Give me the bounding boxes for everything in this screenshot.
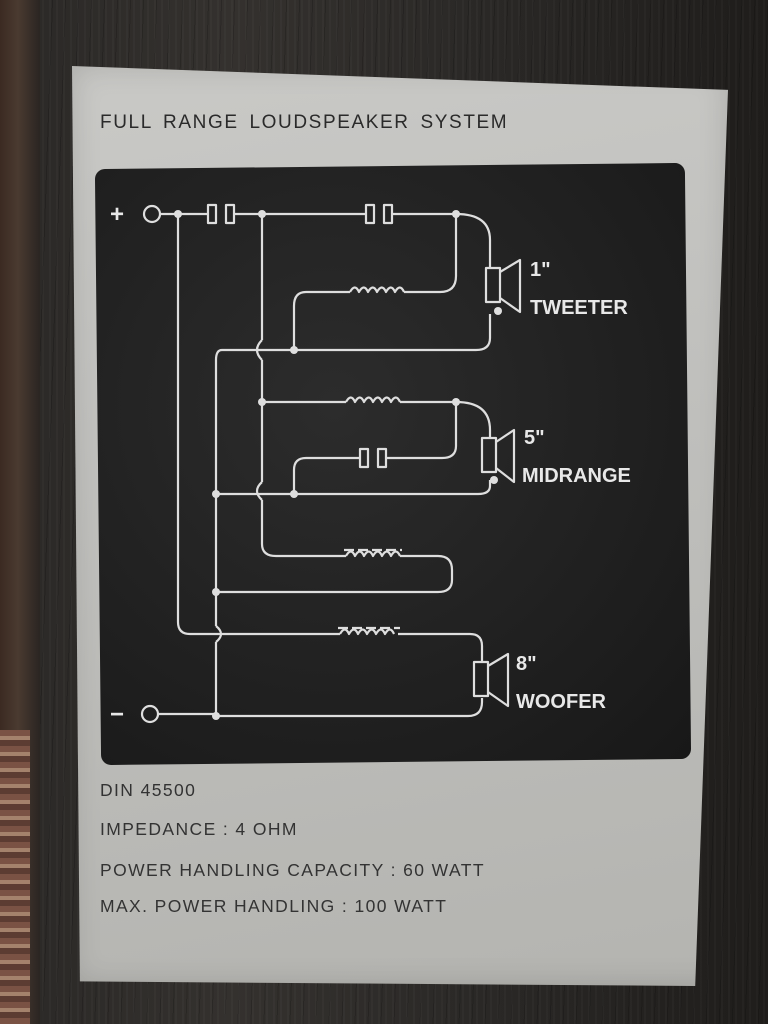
tweeter-symbol <box>484 266 502 304</box>
inductor-l1 <box>349 286 406 294</box>
midrange-name: MIDRANGE <box>522 465 631 487</box>
negative-terminal-label: − <box>110 701 124 728</box>
inductor-l3 <box>345 550 402 558</box>
inductor-l2 <box>345 396 402 404</box>
carpet-background <box>0 730 30 1024</box>
tweeter-size: 1" <box>530 259 551 281</box>
positive-rail <box>176 214 216 636</box>
spec-din: DIN 45500 <box>100 780 197 800</box>
positive-terminal-label: + <box>110 201 124 228</box>
capacitor-c3 <box>358 447 370 469</box>
spec-max-power: MAX. POWER HANDLING : 100 WATT <box>100 896 448 916</box>
mid-rail <box>260 214 346 558</box>
tweeter-coil-branch <box>292 214 458 350</box>
spec-power-capacity: POWER HANDLING CAPACITY : 60 WATT <box>100 860 485 880</box>
bottom-rail <box>158 698 484 718</box>
positive-terminal <box>142 204 162 224</box>
label-title: FULL RANGE LOUDSPEAKER SYSTEM <box>100 112 509 133</box>
negative-terminal <box>140 704 160 724</box>
capacitor-c1 <box>206 203 218 225</box>
tweeter-name: TWEETER <box>530 297 628 319</box>
capacitor-c2 <box>364 203 376 225</box>
midrange-size: 5" <box>524 427 545 449</box>
woofer-size: 8" <box>516 653 537 675</box>
spec-impedance: IMPEDANCE : 4 OHM <box>100 819 298 839</box>
woofer-symbol <box>472 660 490 698</box>
woofer-name: WOOFER <box>516 691 607 713</box>
midrange-symbol <box>480 436 498 474</box>
inductor-l4 <box>339 628 396 636</box>
